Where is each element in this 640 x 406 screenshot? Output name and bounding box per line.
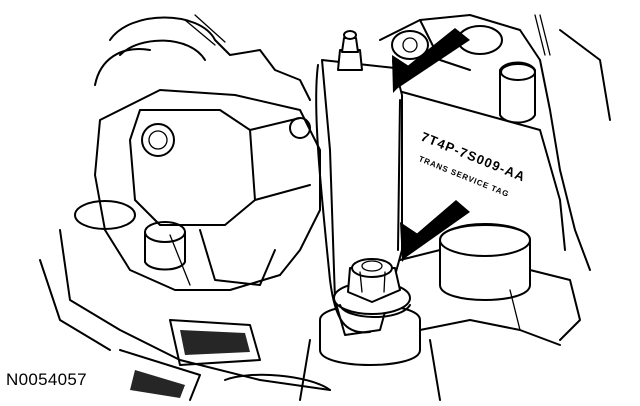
figure-id: N0054057 (6, 370, 87, 389)
arrow-upper (392, 28, 470, 93)
retaining-nut (333, 258, 411, 318)
transmission-housing (39, 14, 611, 401)
service-tag: 7T4P-7S009-AA TRANS SERVICE TAG (417, 129, 528, 199)
arrow-lower (400, 200, 470, 262)
